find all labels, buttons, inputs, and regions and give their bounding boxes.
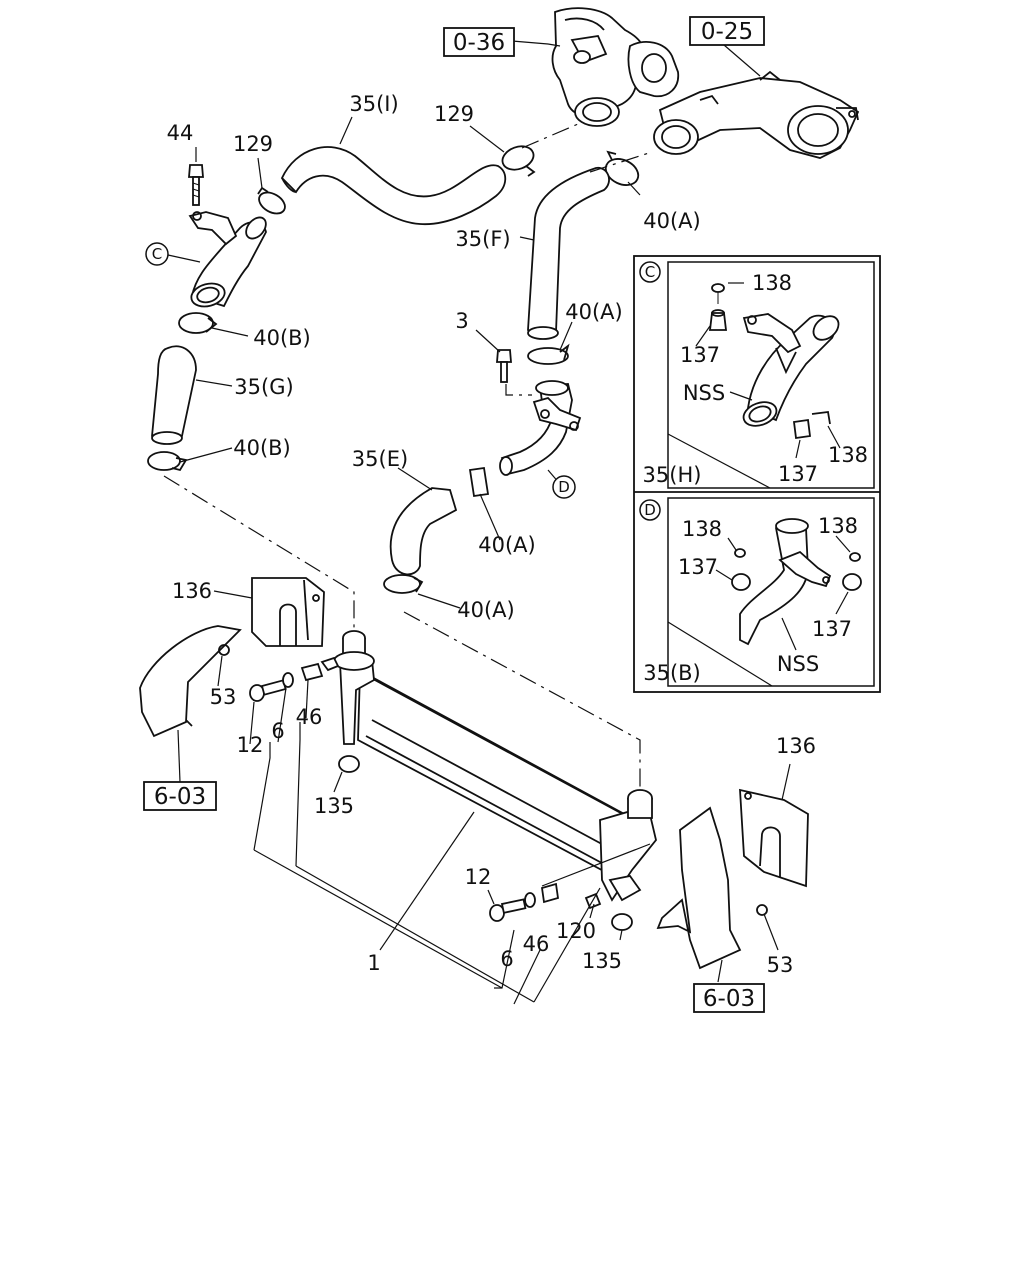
label-40a-mid: 40(A): [565, 300, 622, 324]
svg-text:138: 138: [818, 514, 858, 538]
shield-right: [656, 806, 742, 970]
bolt-12-right: [489, 898, 527, 922]
inset-d-labels: 138 138 137 137 NSS 35(B): [643, 514, 858, 685]
hose-35g: [151, 345, 197, 445]
marker-d-main: D: [552, 475, 576, 499]
label-40a-small: 40(A): [478, 533, 535, 557]
bushing-46-right: [540, 882, 560, 904]
svg-text:6-03: 6-03: [154, 784, 206, 810]
bracket-136-left: [251, 577, 325, 647]
clamp-40a-lower: [383, 574, 424, 594]
label-1: 1: [367, 951, 380, 975]
svg-text:35(H): 35(H): [643, 463, 702, 487]
label-53-left: 53: [210, 685, 237, 709]
label-35g: 35(G): [234, 375, 293, 399]
clamp-40a-top: [604, 150, 640, 186]
label-120: 120: [556, 919, 596, 943]
svg-text:C: C: [645, 263, 655, 281]
svg-text:0-36: 0-36: [453, 30, 505, 56]
washer-6-right: [524, 892, 536, 908]
ref-box-6-03-right[interactable]: 6-03: [693, 983, 765, 1013]
pipe-35h: [188, 211, 267, 308]
marker-c-inset: C: [639, 261, 661, 283]
svg-text:137: 137: [812, 617, 852, 641]
clamp-129-upper: [501, 145, 536, 177]
label-129-upper: 129: [434, 102, 474, 126]
washer-6-left: [282, 672, 294, 688]
svg-text:6-03: 6-03: [703, 986, 755, 1012]
inset-c-pipe: [695, 282, 841, 459]
label-35i: 35(I): [349, 92, 398, 116]
svg-text:D: D: [558, 478, 570, 496]
hose-35i: [280, 146, 507, 225]
svg-text:NSS: NSS: [777, 652, 819, 676]
label-135-left: 135: [314, 794, 354, 818]
clamp-40b-upper: [178, 312, 218, 334]
bolt-3: [496, 349, 512, 383]
svg-text:138: 138: [752, 271, 792, 295]
svg-text:138: 138: [828, 443, 868, 467]
bolt-12-left: [249, 679, 287, 702]
svg-text:138: 138: [682, 517, 722, 541]
connection-lines: [163, 123, 653, 790]
bolt-44: [188, 164, 204, 206]
svg-text:137: 137: [778, 462, 818, 486]
pipe-35b: [499, 380, 582, 476]
label-3: 3: [455, 309, 468, 333]
svg-text:D: D: [644, 501, 656, 519]
label-12-left: 12: [237, 733, 264, 757]
part-labels: 35(I) 129 44 129 40(A) 35(F) 40(B) 35(G)…: [167, 92, 816, 977]
label-40a-lower: 40(A): [457, 598, 514, 622]
shield-left: [139, 625, 242, 738]
svg-text:C: C: [152, 245, 162, 263]
marker-d-inset: D: [639, 499, 661, 521]
svg-text:35(B): 35(B): [643, 661, 701, 685]
throttle-assembly: [653, 70, 860, 159]
label-35e: 35(E): [352, 447, 408, 471]
label-46-right: 46: [523, 932, 550, 956]
clamp-40a-mid: [527, 343, 570, 365]
label-129-left: 129: [233, 132, 273, 156]
grommet-135-left: [338, 755, 360, 773]
intercooler: [333, 630, 657, 902]
label-135-right: 135: [582, 949, 622, 973]
label-40b-lower: 40(B): [233, 436, 291, 460]
ref-box-0-25[interactable]: 0-25: [689, 16, 765, 46]
ref-box-6-03-left[interactable]: 6-03: [143, 781, 217, 811]
svg-text:0-25: 0-25: [701, 19, 753, 45]
label-6-right: 6: [500, 947, 513, 971]
ref-box-0-36[interactable]: 0-36: [443, 27, 515, 57]
marker-c-main: C: [145, 242, 169, 266]
inset-d-pipe: [715, 518, 862, 651]
label-53-right: 53: [767, 953, 794, 977]
bracket-136-right: [739, 788, 809, 888]
label-136-left: 136: [172, 579, 212, 603]
hose-35e: [389, 487, 458, 576]
grommet-135-right: [611, 913, 633, 931]
label-12-right: 12: [465, 865, 492, 889]
svg-text:137: 137: [678, 555, 718, 579]
clamp-129-left: [257, 186, 286, 215]
label-46-left: 46: [296, 705, 323, 729]
label-40a-top: 40(A): [643, 209, 700, 233]
svg-text:137: 137: [680, 343, 720, 367]
turbo-assembly: [551, 7, 680, 127]
label-35f: 35(F): [455, 227, 510, 251]
svg-text:NSS: NSS: [683, 381, 725, 405]
label-44: 44: [167, 121, 194, 145]
inset-c-labels: 138 137 NSS 35(H) 137 138: [643, 271, 869, 487]
clamp-40b-lower: [147, 451, 188, 472]
label-136-right: 136: [776, 734, 816, 758]
bushing-46-left: [300, 662, 324, 682]
label-40b-upper: 40(B): [253, 326, 311, 350]
label-6-left: 6: [271, 719, 284, 743]
clamp-40a-small: [468, 466, 490, 498]
leader-lines: [167, 40, 791, 1005]
